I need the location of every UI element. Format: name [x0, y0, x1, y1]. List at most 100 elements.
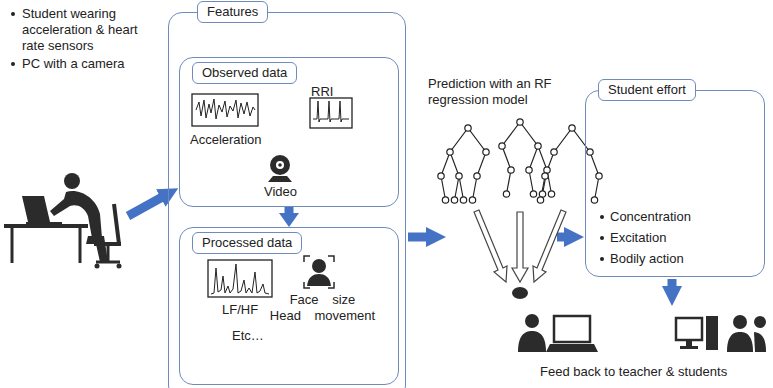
- random-forest-icon: [530, 191, 536, 197]
- random-forest-icon: [438, 173, 444, 179]
- spectrum-icon: [208, 260, 272, 297]
- student-pc-icon: [754, 316, 766, 328]
- student-pc-icon: [727, 332, 753, 352]
- student-icon: [114, 204, 119, 244]
- student-icon: [96, 261, 120, 264]
- caption-label: Feed back to teacher & students: [540, 364, 727, 380]
- spectrum-icon: [211, 264, 269, 294]
- random-forest-icon: [483, 149, 489, 155]
- random-forest-icon: [441, 152, 450, 176]
- teacher-icon: [554, 316, 590, 342]
- flow-arrow: [128, 195, 672, 292]
- random-forest-icon: [520, 122, 538, 146]
- caption-label: Prediction with an RF regression model: [428, 76, 554, 108]
- random-forest-icon: [569, 125, 575, 131]
- random-forest-icon: [465, 125, 471, 131]
- student-icon: [22, 196, 50, 222]
- feature-box: Processed dataLF/HFFace size Head moveme…: [179, 227, 399, 385]
- flow-arrow: [279, 207, 299, 227]
- student-pc-icon: [686, 340, 692, 346]
- student-icon: [4, 224, 88, 228]
- random-forest-icon: [548, 191, 554, 197]
- webcam-icon: [278, 163, 282, 167]
- box-heading: Processed data: [192, 232, 302, 254]
- face-icon: [312, 259, 326, 273]
- student-pc-icon: [754, 332, 766, 352]
- teacher-icon: [525, 314, 539, 328]
- random-forest-icon: [502, 146, 511, 170]
- flow-arrow: [668, 279, 677, 292]
- random-forest-icon: [447, 149, 453, 155]
- webcam-icon: [268, 155, 292, 182]
- random-forest-icon: [438, 119, 602, 203]
- vote-arrows: [512, 287, 528, 299]
- random-forest-icon: [469, 197, 475, 203]
- feature-box: Observed dataAccelerationRRIVideo: [179, 57, 399, 207]
- rri-icon: [310, 98, 352, 128]
- random-forest-icon: [590, 152, 599, 176]
- random-forest-icon: [474, 173, 480, 179]
- face-icon: [304, 256, 334, 288]
- vote-arrows: [512, 212, 528, 282]
- node-text: Video: [264, 184, 297, 200]
- random-forest-icon: [450, 128, 468, 152]
- acceleration-icon: [192, 94, 258, 126]
- spectrum-icon: [208, 260, 272, 297]
- student-icon: [4, 173, 122, 269]
- student-icon: [26, 222, 62, 224]
- student-pc-icon: [733, 315, 747, 329]
- teacher-icon: [518, 331, 546, 352]
- random-forest-icon: [499, 143, 505, 149]
- student-pc-icon: [676, 315, 766, 352]
- student-icon: [95, 264, 100, 269]
- random-forest-icon: [587, 149, 593, 155]
- bullet-dot: [600, 215, 604, 219]
- caption-label: PC with a camera: [22, 56, 125, 72]
- rri-icon: [310, 98, 352, 128]
- random-forest-icon: [468, 128, 486, 152]
- node-text: RRI: [311, 84, 333, 100]
- random-forest-icon: [572, 128, 590, 152]
- bullet-dot: [600, 236, 604, 240]
- student-icon: [86, 236, 108, 262]
- random-forest-icon: [542, 173, 548, 179]
- vote-arrows: [474, 210, 566, 299]
- webcam-icon: [268, 176, 292, 182]
- node-text: Acceleration: [190, 132, 262, 148]
- random-forest-icon: [596, 173, 602, 179]
- face-icon: [304, 256, 334, 288]
- box-heading: Student effort: [598, 79, 696, 101]
- student-pc-icon: [676, 318, 702, 340]
- student-icon: [79, 226, 82, 263]
- student-icon: [50, 191, 102, 238]
- face-icon: [307, 274, 331, 286]
- node-text: Etc…: [232, 328, 264, 344]
- random-forest-icon: [508, 167, 514, 173]
- box-heading: Features: [197, 1, 268, 23]
- random-forest-icon: [451, 197, 457, 203]
- random-forest-icon: [442, 197, 448, 203]
- rri-icon: [313, 101, 349, 122]
- teacher-icon: [518, 314, 598, 352]
- student-icon: [64, 173, 80, 189]
- acceleration-icon: [196, 99, 255, 119]
- random-forest-icon: [450, 152, 459, 176]
- vote-arrows: [474, 210, 507, 282]
- random-forest-icon: [517, 119, 523, 125]
- random-forest-icon: [460, 197, 466, 203]
- student-icon: [11, 226, 14, 263]
- random-forest-icon: [591, 197, 597, 203]
- flow-arrow: [128, 195, 166, 216]
- random-forest-icon: [456, 173, 462, 179]
- flow-arrow: [557, 233, 570, 242]
- acceleration-icon: [192, 94, 258, 126]
- random-forest-icon: [503, 191, 509, 197]
- feature-box: Student effortConcentrationExcitationBod…: [585, 90, 765, 277]
- student-pc-icon: [706, 316, 718, 350]
- vote-arrows: [533, 210, 566, 282]
- random-forest-icon: [537, 197, 543, 203]
- node-text: Face size Head movement: [269, 292, 376, 324]
- teacher-icon: [546, 344, 598, 352]
- student-icon: [107, 244, 110, 262]
- bullet-dot: [11, 12, 15, 16]
